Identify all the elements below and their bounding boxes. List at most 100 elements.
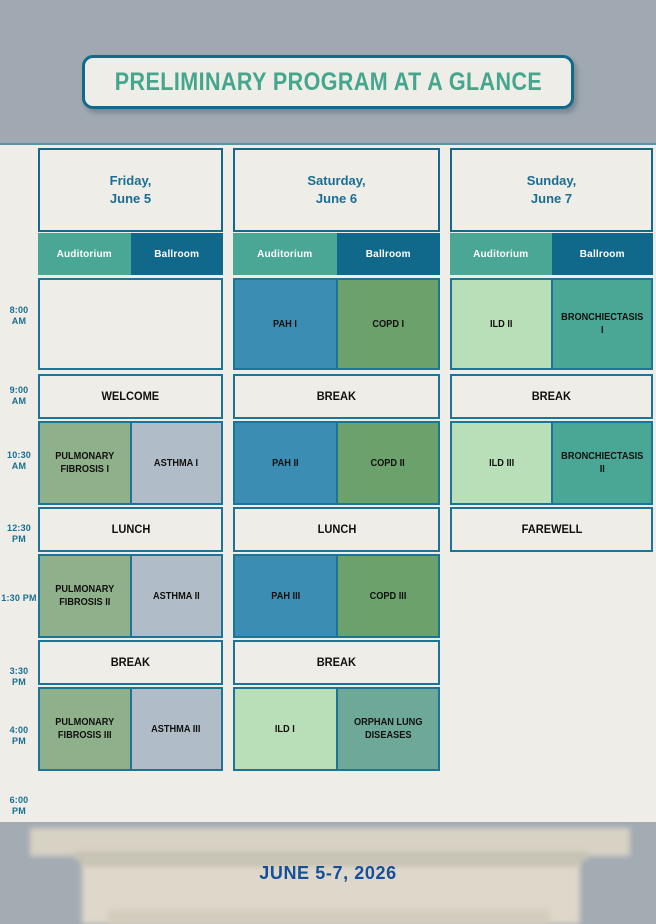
room-auditorium-friday[interactable]: Auditorium	[38, 233, 131, 275]
schedule-session-row[interactable]: PULMONARY FIBROSIS II ASTHMA II	[38, 554, 223, 638]
schedule-banner-row: BREAK	[233, 374, 440, 419]
room-auditorium-sunday[interactable]: Auditorium	[450, 233, 552, 275]
day-date: June 5	[109, 191, 152, 206]
day-header-friday: Friday, June 5	[38, 148, 223, 232]
schedule-banner-row: BREAK	[450, 374, 653, 419]
break-label: BREAK	[40, 642, 221, 683]
session-card[interactable]: PAH III	[235, 556, 336, 636]
session-card[interactable]: ASTHMA III	[129, 689, 221, 769]
session-card[interactable]: ILD II	[452, 280, 551, 368]
schedule-session-row[interactable]: ILD I ORPHAN LUNG DISEASES	[233, 687, 440, 771]
day-name: Friday,	[109, 173, 152, 188]
session-card[interactable]: ASTHMA I	[129, 423, 221, 503]
session-card[interactable]: COPD II	[335, 423, 438, 503]
schedule-banner-row: LUNCH	[38, 507, 223, 552]
day-date: June 6	[315, 191, 358, 206]
program-title-box: PRELIMINARY PROGRAM AT A GLANCE	[82, 55, 574, 109]
session-card[interactable]: COPD III	[335, 556, 438, 636]
session-title: COPD II	[370, 457, 405, 469]
session-title: PULMONARY FIBROSIS III	[55, 717, 115, 741]
session-card[interactable]: PULMONARY FIBROSIS I	[40, 423, 130, 503]
session-title: COPD III	[369, 590, 407, 602]
schedule-session-row[interactable]: PAH I COPD I	[233, 278, 440, 370]
session-card[interactable]: PAH II	[235, 423, 336, 503]
session-card[interactable]: PAH I	[235, 280, 336, 368]
schedule-banner-row: LUNCH	[233, 507, 440, 552]
session-title: LUNCH	[111, 522, 150, 536]
session-title: COPD I	[371, 318, 404, 330]
schedule-banner-row: WELCOME	[38, 374, 223, 419]
session-title: ASTHMA II	[152, 590, 200, 602]
footer-architecture-shape	[75, 852, 587, 861]
break-label: FAREWELL	[452, 509, 651, 550]
room-ballroom-saturday[interactable]: Ballroom	[336, 233, 440, 275]
room-ballroom-friday[interactable]: Ballroom	[130, 233, 223, 275]
session-title: LUNCH	[317, 522, 356, 536]
session-card[interactable]: BRONCHIECTASIS I	[550, 280, 651, 368]
session-title: BREAK	[531, 389, 572, 403]
session-card[interactable]: PULMONARY FIBROSIS III	[40, 689, 130, 769]
break-label: LUNCH	[235, 509, 438, 550]
session-title: BRONCHIECTASIS II	[560, 451, 643, 475]
footer-band: JUNE 5-7, 2026	[0, 822, 656, 924]
footer-architecture-shape	[82, 860, 580, 866]
session-title: ASTHMA I	[154, 457, 199, 469]
schedule-session-row[interactable]: PAH III COPD III	[233, 554, 440, 638]
session-card[interactable]: ASTHMA II	[129, 556, 221, 636]
session-title: PULMONARY FIBROSIS II	[55, 584, 115, 608]
break-label: WELCOME	[40, 376, 221, 417]
session-title: ASTHMA III	[151, 723, 201, 735]
footer-architecture-shape	[30, 828, 630, 856]
room-auditorium-saturday[interactable]: Auditorium	[233, 233, 337, 275]
schedule-banner-row: BREAK	[233, 640, 440, 685]
empty-cell	[40, 280, 221, 368]
break-label: BREAK	[452, 376, 651, 417]
session-card[interactable]: ILD I	[235, 689, 336, 769]
schedule-session-row[interactable]: PULMONARY FIBROSIS III ASTHMA III	[38, 687, 223, 771]
session-card[interactable]: COPD I	[335, 280, 438, 368]
schedule-session-row[interactable]: PAH II COPD II	[233, 421, 440, 505]
session-title: BREAK	[316, 389, 357, 403]
session-title: PAH III	[270, 590, 300, 602]
session-title: PULMONARY FIBROSIS I	[55, 451, 115, 475]
schedule-session-row[interactable]: PULMONARY FIBROSIS I ASTHMA I	[38, 421, 223, 505]
room-ballroom-sunday[interactable]: Ballroom	[551, 233, 653, 275]
session-title: BREAK	[110, 655, 151, 669]
session-title: FAREWELL	[521, 522, 582, 536]
day-name: Saturday,	[307, 173, 366, 188]
footer-architecture-shape	[108, 910, 550, 924]
session-title: BREAK	[316, 655, 357, 669]
break-label: LUNCH	[40, 509, 221, 550]
schedule-banner-row: FAREWELL	[450, 507, 653, 552]
day-header-sunday: Sunday, June 7	[450, 148, 653, 232]
session-title: WELCOME	[101, 389, 160, 403]
session-title: PAH II	[272, 457, 299, 469]
event-dates: JUNE 5-7, 2026	[259, 862, 397, 883]
session-card[interactable]: BRONCHIECTASIS II	[550, 423, 651, 503]
schedule-session-row[interactable]: ILD III BRONCHIECTASIS II	[450, 421, 653, 505]
day-name: Sunday,	[526, 173, 577, 188]
session-title: ILD I	[275, 723, 296, 735]
break-label: BREAK	[235, 642, 438, 683]
schedule-session-row[interactable]: ILD II BRONCHIECTASIS I	[450, 278, 653, 370]
session-title: ILD II	[489, 318, 513, 330]
session-title: ILD III	[488, 457, 514, 469]
session-title: PAH I	[273, 318, 298, 330]
session-card[interactable]: PULMONARY FIBROSIS II	[40, 556, 130, 636]
break-label: BREAK	[235, 376, 438, 417]
session-card[interactable]: ILD III	[452, 423, 551, 503]
day-header-saturday: Saturday, June 6	[233, 148, 440, 232]
day-date: June 7	[530, 191, 573, 206]
session-title: BRONCHIECTASIS I	[560, 312, 643, 336]
session-card[interactable]: ORPHAN LUNG DISEASES	[335, 689, 438, 769]
